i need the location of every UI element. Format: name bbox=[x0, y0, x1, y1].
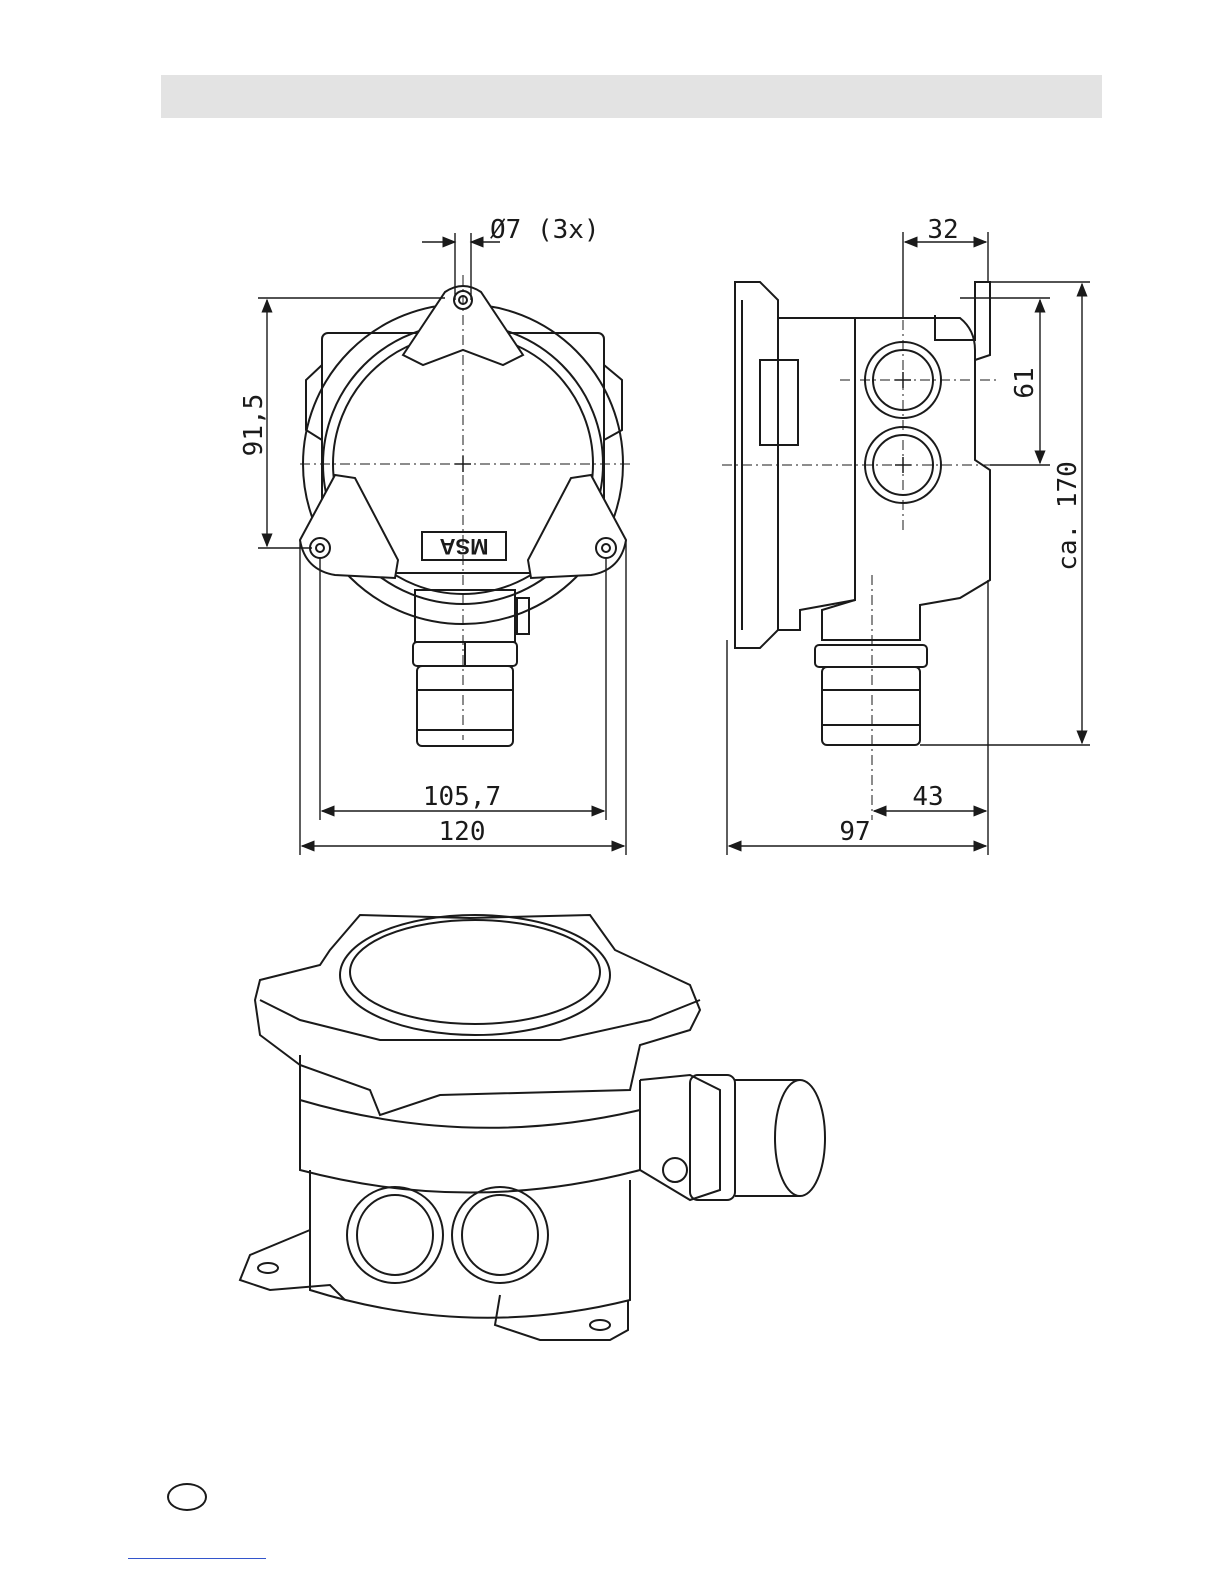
dim-width-outer: 120 bbox=[439, 817, 486, 847]
language-badge bbox=[167, 1483, 207, 1511]
dim-side-offset: 43 bbox=[912, 782, 943, 812]
dim-width-inner: 105,7 bbox=[423, 782, 501, 812]
dim-height-front: 91,5 bbox=[239, 394, 269, 457]
dim-side-top: 32 bbox=[927, 215, 958, 245]
dim-hole-diameter: Ø7 (3x) bbox=[490, 215, 600, 245]
dim-side-total: ca. 170 bbox=[1053, 461, 1083, 571]
msa-logo-text: MSA bbox=[439, 534, 488, 559]
dim-side-pitch: 61 bbox=[1010, 367, 1040, 398]
dim-side-depth: 97 bbox=[839, 817, 870, 847]
footer-rule bbox=[128, 1558, 266, 1559]
